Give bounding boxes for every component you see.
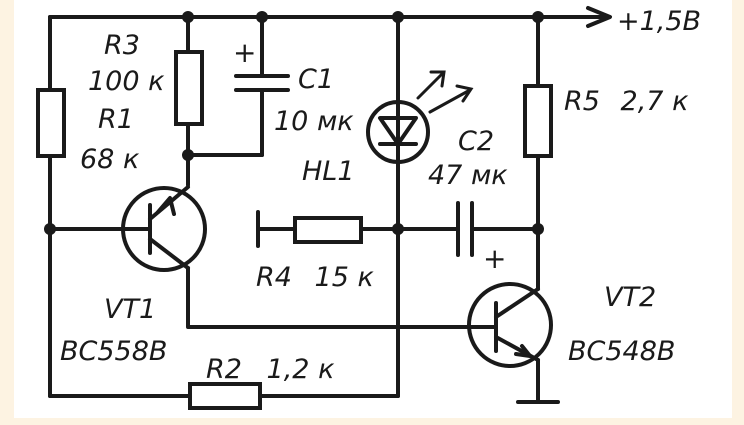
r4-label: R4 15 к xyxy=(256,262,374,293)
c2-value: 47 мк xyxy=(428,160,508,191)
vt2-transistor-symbol xyxy=(467,282,553,368)
vt1-part-number: BC558B xyxy=(60,336,167,367)
c1-designator: C1 xyxy=(298,64,334,95)
r4-designator: R4 xyxy=(256,262,292,293)
led-light-arrows-icon xyxy=(416,70,474,114)
r2-value: 1,2 к xyxy=(267,354,336,385)
r5-label: R5 2,7 к xyxy=(564,86,689,117)
junction-dot xyxy=(44,223,56,235)
r5-resistor-symbol xyxy=(523,84,553,158)
junction-dot xyxy=(182,149,194,161)
junction-dot xyxy=(532,223,544,235)
r2-label: R2 1,2 к xyxy=(206,354,335,385)
junction-dot xyxy=(182,11,194,23)
c2-plus-sign: + xyxy=(483,242,506,275)
c1-capacitor-symbol xyxy=(234,74,290,92)
r3-resistor-symbol xyxy=(174,50,204,126)
r4-resistor-symbol xyxy=(293,216,363,244)
junction-dot xyxy=(532,11,544,23)
hl1-designator: HL1 xyxy=(302,156,355,187)
r4-value: 15 к xyxy=(315,262,375,293)
vt1-transistor-symbol xyxy=(121,185,207,272)
r5-designator: R5 xyxy=(564,86,600,117)
r3-value: 100 к xyxy=(88,66,165,97)
c1-value: 10 мк xyxy=(274,106,354,137)
r1-designator: R1 xyxy=(98,104,134,135)
c1-plus-sign: + xyxy=(233,36,256,69)
r3-designator: R3 xyxy=(104,30,140,61)
junction-dot xyxy=(392,11,404,23)
hl1-led-symbol xyxy=(366,100,430,164)
junction-dot xyxy=(256,11,268,23)
c2-capacitor-symbol xyxy=(456,201,474,257)
r2-resistor-symbol xyxy=(188,382,262,410)
schematic-sheet xyxy=(14,0,732,418)
vt1-designator: VT1 xyxy=(104,294,156,325)
vt2-part-number: BC548B xyxy=(568,336,675,367)
vt2-designator: VT2 xyxy=(604,282,656,313)
junction-dot xyxy=(392,223,404,235)
vt1-collector-wire xyxy=(186,266,482,329)
supply-arrow-icon xyxy=(586,6,612,28)
r2-designator: R2 xyxy=(206,354,242,385)
r1-resistor-symbol xyxy=(36,88,66,158)
junctions xyxy=(44,11,544,235)
c2-designator: C2 xyxy=(458,126,494,157)
supply-voltage-label: +1,5В xyxy=(617,6,701,37)
r5-value: 2,7 к xyxy=(621,86,690,117)
r1-value: 68 к xyxy=(80,144,140,175)
